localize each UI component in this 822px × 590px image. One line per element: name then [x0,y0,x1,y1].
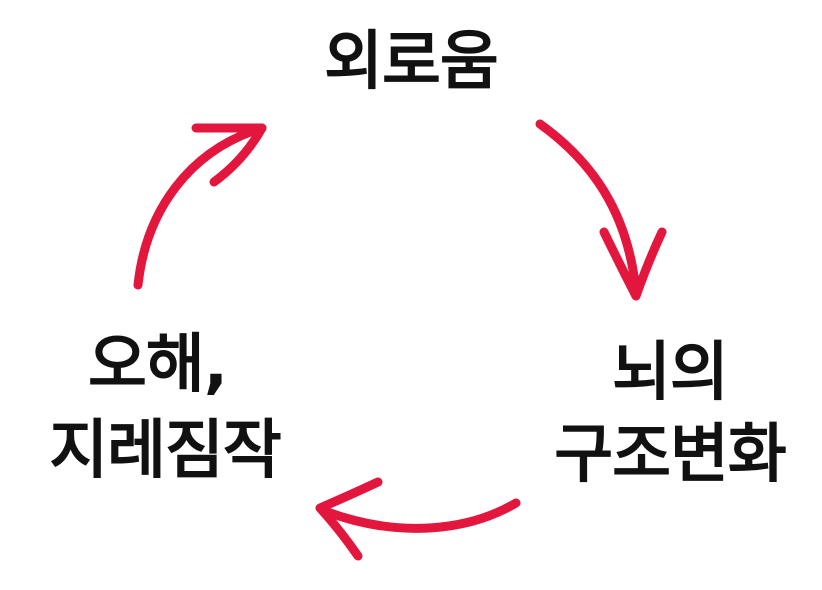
node-loneliness: 외로움 [0,22,822,102]
arrow-left-to-top [133,123,267,290]
node-brain-change-line1: 뇌의 [612,336,729,410]
arrow-top-to-right [535,119,667,301]
arrow-right-to-left [315,477,521,561]
node-loneliness-label: 외로움 [324,25,499,99]
node-brain-change-line2: 구조변화 [554,418,787,492]
node-misunderstanding: 오해, 지레짐작 [20,322,310,494]
node-misunderstanding-line1: 오해, [88,328,228,402]
node-misunderstanding-line2: 지레짐작 [49,414,282,488]
node-brain-change: 뇌의 구조변화 [530,332,810,496]
